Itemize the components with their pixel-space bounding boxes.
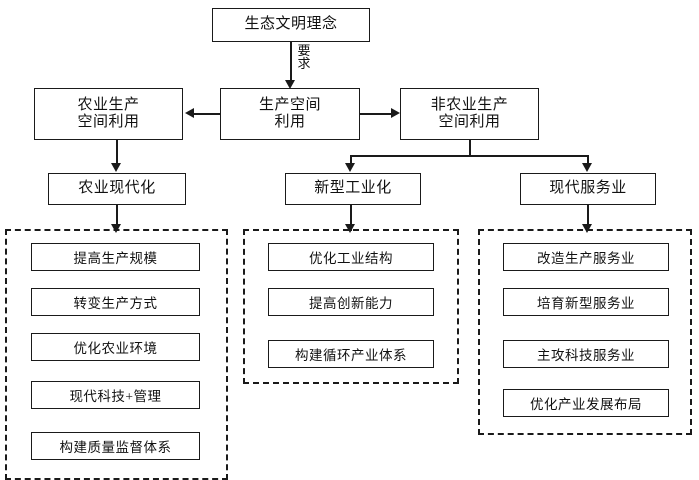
node-agricultural-modernization: 农业现代化 [48, 173, 186, 205]
list-item: 优化农业环境 [31, 333, 200, 361]
node-label-line2: 利用 [274, 114, 306, 130]
item-label: 优化农业环境 [73, 341, 158, 356]
list-item: 现代科技+管理 [31, 381, 200, 409]
connector-services-to-group [587, 205, 589, 231]
item-label: 提高生产规模 [73, 251, 158, 266]
node-label: 现代服务业 [549, 180, 627, 197]
item-label: 主攻科技服务业 [537, 348, 635, 363]
list-item: 主攻科技服务业 [503, 340, 669, 368]
connector-nonagri-split [350, 155, 588, 157]
connector-industry-to-group [350, 205, 352, 231]
list-item: 构建循环产业体系 [268, 340, 434, 368]
item-label: 转变生产方式 [73, 296, 158, 311]
list-item: 优化产业发展布局 [503, 389, 669, 417]
arrow-top-to-center-icon [285, 80, 295, 89]
connector-center-to-right [360, 113, 391, 115]
connector-nonagri-to-industry [350, 155, 352, 166]
group-services-measures [478, 229, 692, 435]
node-label-line1: 生产空间 [258, 96, 321, 113]
node-ecological-civilization-concept: 生态文明理念 [212, 8, 370, 42]
arrow-agri-to-modernization-icon [111, 163, 121, 172]
group-agriculture-measures [5, 229, 228, 480]
item-label: 现代科技+管理 [69, 389, 162, 404]
arrow-services-to-group-icon [582, 224, 592, 233]
connector-nonagri-to-services [587, 155, 589, 166]
list-item: 培育新型服务业 [503, 288, 669, 316]
node-non-agricultural-production-space-use: 非农业生产 空间利用 [400, 88, 539, 140]
list-item: 转变生产方式 [31, 288, 200, 316]
node-label-line1: 农业生产 [77, 96, 140, 113]
node-label-line2: 空间利用 [77, 114, 140, 130]
node-modern-service-industry: 现代服务业 [520, 173, 656, 205]
list-item: 提高生产规模 [31, 243, 200, 271]
item-label: 构建循环产业体系 [295, 348, 407, 363]
node-label: 生态文明理念 [244, 16, 338, 33]
arrow-center-to-right-icon [391, 108, 400, 118]
edge-label-requirement: 要 求 [297, 43, 311, 71]
arrow-modernization-to-group-icon [111, 224, 121, 233]
node-label-line1: 非农业生产 [430, 96, 509, 113]
list-item: 提高创新能力 [268, 288, 434, 316]
item-label: 优化产业发展布局 [530, 397, 642, 412]
connector-agri-to-modernization [116, 140, 118, 166]
list-item: 优化工业结构 [268, 243, 434, 271]
connector-modernization-to-group [116, 205, 118, 231]
connector-center-to-left [194, 113, 220, 115]
item-label: 培育新型服务业 [537, 296, 635, 311]
item-label: 提高创新能力 [309, 296, 393, 311]
arrow-nonagri-to-services-icon [582, 163, 592, 172]
item-label: 构建质量监督体系 [59, 440, 172, 455]
arrow-nonagri-to-industry-icon [345, 163, 355, 172]
arrow-industry-to-group-icon [345, 224, 355, 233]
node-label: 新型工业化 [314, 180, 392, 197]
node-new-industrialization: 新型工业化 [285, 173, 421, 205]
item-label: 改造生产服务业 [537, 251, 635, 266]
arrow-center-to-left-icon [185, 108, 194, 118]
list-item: 构建质量监督体系 [31, 432, 200, 460]
connector-nonagri-trunk [469, 140, 471, 156]
connector-top-to-center [290, 42, 292, 84]
node-production-space-use: 生产空间 利用 [220, 88, 360, 140]
group-industry-measures [243, 229, 459, 384]
list-item: 改造生产服务业 [503, 243, 669, 271]
node-agricultural-production-space-use: 农业生产 空间利用 [34, 88, 183, 140]
node-label: 农业现代化 [78, 180, 156, 197]
item-label: 优化工业结构 [309, 251, 393, 266]
node-label-line2: 空间利用 [438, 114, 501, 130]
